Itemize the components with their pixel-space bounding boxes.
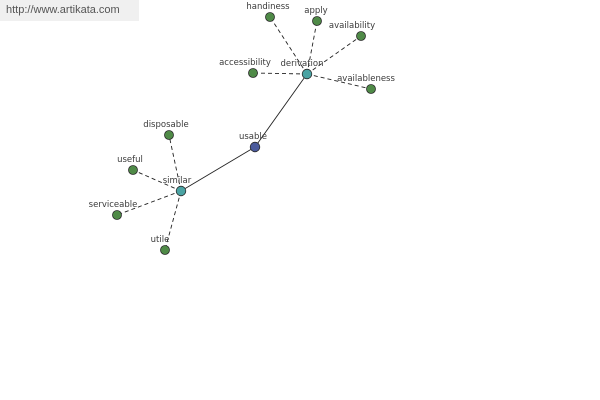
node-derivation-label: derivation	[280, 59, 323, 69]
graph-edges	[116, 16, 372, 251]
edge-derivation-accessibility	[252, 72, 308, 75]
edge-usable-derivation	[254, 73, 308, 148]
node-accessibility-label: accessibility	[219, 58, 271, 68]
edge-similar-useful	[132, 169, 182, 192]
node-serviceable-dot[interactable]	[112, 210, 122, 220]
node-availability[interactable]: availability	[329, 21, 375, 41]
node-useful[interactable]: useful	[117, 155, 143, 175]
node-similar[interactable]: similar	[163, 176, 192, 197]
node-handiness-label: handiness	[246, 2, 290, 12]
node-apply[interactable]: apply	[304, 6, 328, 26]
edge-similar-serviceable	[116, 190, 182, 216]
node-derivation-dot[interactable]	[301, 68, 313, 80]
node-utile[interactable]: utile	[151, 235, 170, 255]
node-similar-dot[interactable]	[175, 185, 187, 197]
node-useful-label: useful	[117, 155, 143, 165]
node-availableness[interactable]: availableness	[337, 74, 395, 94]
node-disposable-label: disposable	[143, 120, 188, 130]
node-accessibility-dot[interactable]	[248, 68, 258, 78]
node-handiness[interactable]: handiness	[246, 2, 290, 22]
edge-usable-similar	[180, 146, 256, 192]
node-usable-dot[interactable]	[249, 141, 261, 153]
edge-similar-utile	[164, 190, 182, 251]
watermark-url[interactable]: http://www.artikata.com	[0, 0, 139, 21]
node-availableness-dot[interactable]	[366, 84, 376, 94]
node-apply-dot[interactable]	[312, 16, 322, 26]
edge-derivation-apply	[306, 20, 318, 75]
node-useful-dot[interactable]	[128, 165, 138, 175]
node-accessibility[interactable]: accessibility	[219, 58, 271, 78]
node-availability-label: availability	[329, 21, 375, 31]
edge-derivation-handiness	[269, 16, 308, 75]
node-disposable[interactable]: disposable	[143, 120, 189, 140]
node-usable[interactable]: usable	[239, 132, 267, 153]
node-serviceable-label: serviceable	[89, 200, 138, 210]
node-disposable-dot[interactable]	[164, 130, 174, 140]
edge-similar-disposable	[168, 134, 182, 192]
node-usable-label: usable	[239, 132, 267, 142]
node-handiness-dot[interactable]	[265, 12, 275, 22]
node-utile-dot[interactable]	[160, 245, 170, 255]
node-availableness-label: availableness	[337, 74, 395, 84]
node-apply-label: apply	[304, 6, 327, 16]
node-utile-label: utile	[151, 235, 170, 245]
node-serviceable[interactable]: serviceable	[89, 200, 138, 220]
node-similar-label: similar	[163, 176, 192, 186]
node-availability-dot[interactable]	[356, 31, 366, 41]
node-derivation[interactable]: derivation	[280, 59, 324, 80]
edge-derivation-availableness	[306, 73, 372, 90]
